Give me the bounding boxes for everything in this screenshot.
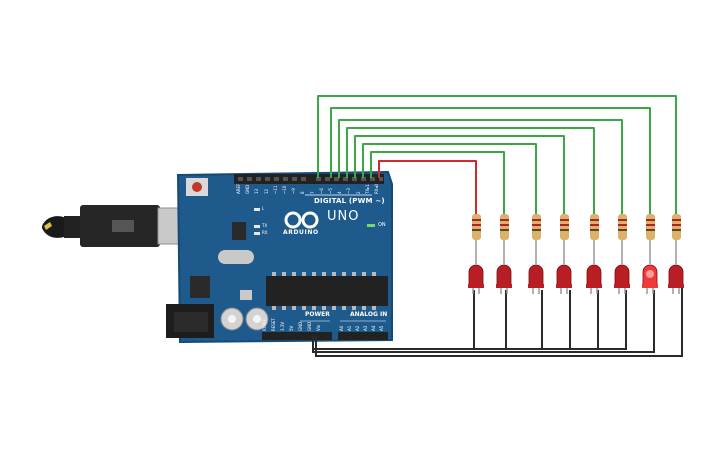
led[interactable] [614, 264, 630, 294]
signal-wire-pin5 [354, 135, 565, 214]
reset-button-icon[interactable] [192, 182, 202, 192]
on-led-icon [367, 224, 375, 227]
usb-tip-icon [44, 222, 52, 230]
leds [468, 264, 684, 294]
resistors [472, 214, 681, 240]
resistor[interactable] [472, 214, 481, 240]
power-header[interactable] [262, 332, 332, 340]
signal-wire-pin2 [378, 160, 477, 214]
led[interactable] [586, 264, 602, 294]
signal-wire-pin4 [362, 143, 537, 214]
led[interactable] [528, 264, 544, 294]
led[interactable] [642, 264, 658, 294]
tx-led-icon [254, 225, 260, 228]
digital-header[interactable] [234, 174, 384, 184]
led[interactable] [496, 264, 512, 294]
resistor[interactable] [532, 214, 541, 240]
fuse [240, 290, 252, 300]
resistor[interactable] [618, 214, 627, 240]
signal-wire-pin3 [370, 151, 505, 214]
l-led-icon [254, 208, 260, 211]
usb-symbol-icon [112, 220, 134, 232]
regulator [190, 276, 210, 298]
signal-wire-pin6 [346, 127, 595, 214]
analog-header[interactable] [338, 332, 388, 340]
resistor[interactable] [646, 214, 655, 240]
usb-chip [232, 222, 246, 240]
led[interactable] [668, 264, 684, 294]
arduino-logo-icon [284, 211, 319, 229]
resistor[interactable] [672, 214, 681, 240]
arduino-board[interactable] [166, 170, 393, 344]
ground-wires [312, 288, 683, 357]
rx-led-icon [254, 232, 260, 235]
signal-wires [317, 95, 677, 214]
crystal [218, 250, 254, 264]
atmega-chip [266, 276, 388, 306]
led[interactable] [468, 264, 484, 294]
resistor[interactable] [500, 214, 509, 240]
led[interactable] [556, 264, 572, 294]
resistor-leads [475, 240, 677, 264]
resistor[interactable] [560, 214, 569, 240]
signal-wire-pin9 [317, 95, 677, 214]
signal-wire-pin7 [338, 119, 623, 214]
resistor[interactable] [590, 214, 599, 240]
signal-wire-pin8 [330, 107, 651, 214]
